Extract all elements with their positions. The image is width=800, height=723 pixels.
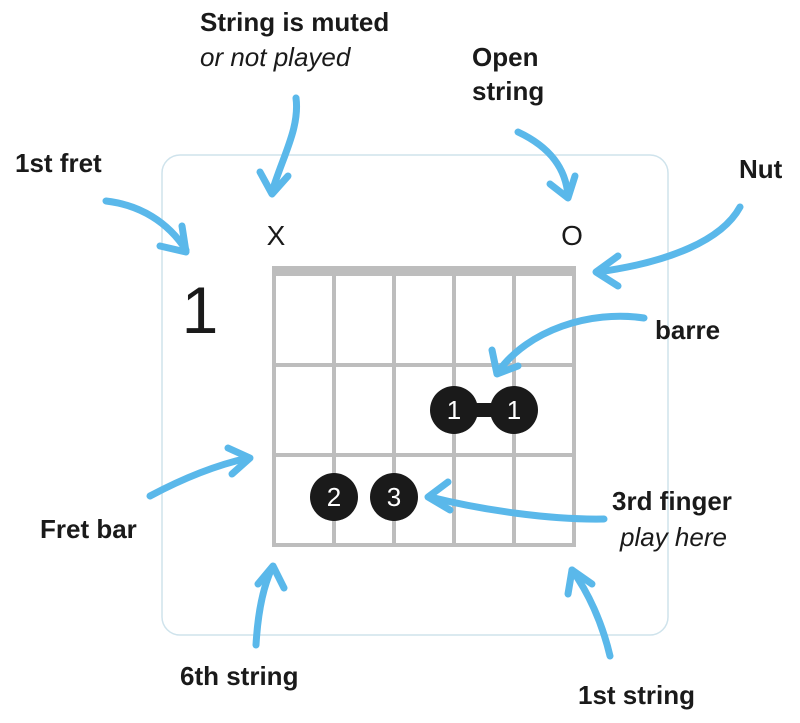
fret-bar-arrow [146,444,254,500]
finger-label: 1 [447,395,461,425]
nut [272,266,576,276]
finger-dot: 3 [370,473,418,521]
nut-label: Nut [739,154,783,184]
fret-bar-label: Fret bar [40,514,137,544]
open-string-line1: Open [472,42,538,72]
barre-label: barre [655,315,720,345]
finger-label: 2 [327,482,341,512]
finger-dot: 1 [490,386,538,434]
muted-title: String is muted [200,7,389,37]
third-finger-label: 3rd finger [612,486,732,516]
first-string-label: 1st string [578,680,695,710]
third-finger-sublabel: play here [619,522,727,552]
finger-dot: 2 [310,473,358,521]
finger-label: 1 [507,395,521,425]
first-fret-label: 1st fret [15,148,102,178]
finger-dot: 1 [430,386,478,434]
fret-number: 1 [182,273,219,347]
first-string-arrow [564,566,614,660]
sixth-string-arrow [252,562,288,649]
muted-subtitle: or not played [200,42,352,72]
sixth-string-label: 6th string [180,661,298,691]
third-finger-arrow [424,478,608,523]
muted-arrow [256,94,301,198]
open-marker: O [561,220,583,251]
finger-label: 3 [387,482,401,512]
open-string-arrow [514,128,579,202]
diagram-card [161,154,669,636]
barre-arrow [488,312,648,378]
nut-arrow [592,203,744,290]
first-fret-arrow [102,197,190,256]
open-string-line2: string [472,76,544,106]
muted-marker: X [267,220,286,251]
